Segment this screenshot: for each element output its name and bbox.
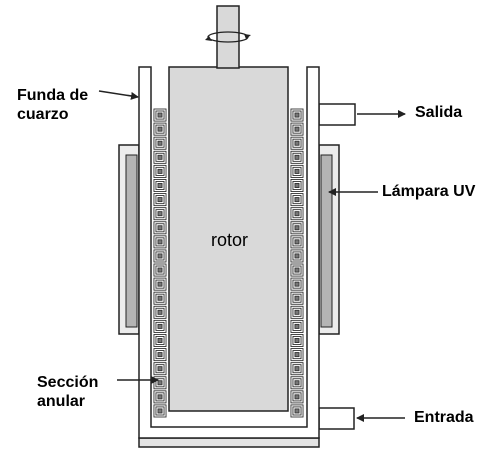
annular-cell — [153, 249, 167, 263]
annular-cell — [153, 108, 167, 122]
funda-label: Funda de cuarzo — [17, 86, 88, 124]
annular-cell — [290, 390, 304, 404]
funda-label-line2: cuarzo — [17, 106, 69, 123]
annular-cell — [290, 319, 304, 333]
annular-cell — [153, 390, 167, 404]
annular-cell — [153, 136, 167, 150]
annular-cell — [153, 348, 167, 362]
annular-cell — [153, 193, 167, 207]
annular-cell — [290, 108, 304, 122]
annular-cell — [290, 136, 304, 150]
annular-cell — [290, 404, 304, 418]
annular-cell — [153, 150, 167, 164]
annular-cell — [290, 249, 304, 263]
annular-cell — [290, 164, 304, 178]
entrada-label: Entrada — [414, 409, 474, 426]
annular-cell — [153, 277, 167, 291]
annular-cell — [290, 362, 304, 376]
inlet-pipe — [318, 407, 355, 430]
annular-cell — [290, 263, 304, 277]
annular-cell — [290, 305, 304, 319]
rotation-arrow-icon — [205, 31, 251, 43]
funda-arrow — [98, 90, 139, 100]
annular-cell — [290, 376, 304, 390]
annular-cells-right — [290, 108, 304, 418]
annular-cell — [153, 291, 167, 305]
lampara-label: Lámpara UV — [382, 183, 476, 200]
annular-cell — [153, 164, 167, 178]
seccion-label-line2: anular — [37, 393, 86, 410]
annular-cell — [153, 305, 167, 319]
uv-lamp-left — [118, 144, 140, 335]
annular-cell — [290, 334, 304, 347]
annular-cell — [153, 178, 167, 192]
annular-cells-left — [153, 108, 167, 418]
annular-cell — [290, 221, 304, 235]
annular-cell — [290, 193, 304, 207]
annular-cell — [290, 122, 304, 136]
annular-cell — [290, 348, 304, 362]
annular-cell — [153, 235, 167, 249]
annular-cell — [153, 334, 167, 347]
annular-cell — [153, 404, 167, 418]
seccion-label: Sección anular — [37, 373, 98, 411]
quartz-sheath-outer — [138, 66, 320, 439]
annular-cell — [153, 376, 167, 390]
outlet-pipe — [318, 103, 356, 126]
base-plate — [138, 437, 320, 448]
annular-cell — [290, 178, 304, 192]
rotor-shaft — [216, 5, 240, 69]
annular-cell — [290, 235, 304, 249]
annular-cell — [153, 263, 167, 277]
funda-label-line1: Funda de — [17, 87, 89, 104]
seccion-label-line1: Sección — [37, 374, 99, 391]
annular-cell — [290, 277, 304, 291]
annular-cell — [153, 362, 167, 376]
rotor-body — [168, 66, 289, 412]
annular-cell — [153, 122, 167, 136]
salida-label: Salida — [415, 104, 463, 121]
annular-cell — [290, 150, 304, 164]
annular-cell — [290, 291, 304, 305]
annular-cell — [153, 207, 167, 221]
uv-lamp-right — [318, 144, 340, 335]
annular-cell — [153, 319, 167, 333]
annular-cell — [153, 221, 167, 235]
annular-cell — [290, 207, 304, 221]
rotor-label: rotor — [211, 230, 249, 250]
